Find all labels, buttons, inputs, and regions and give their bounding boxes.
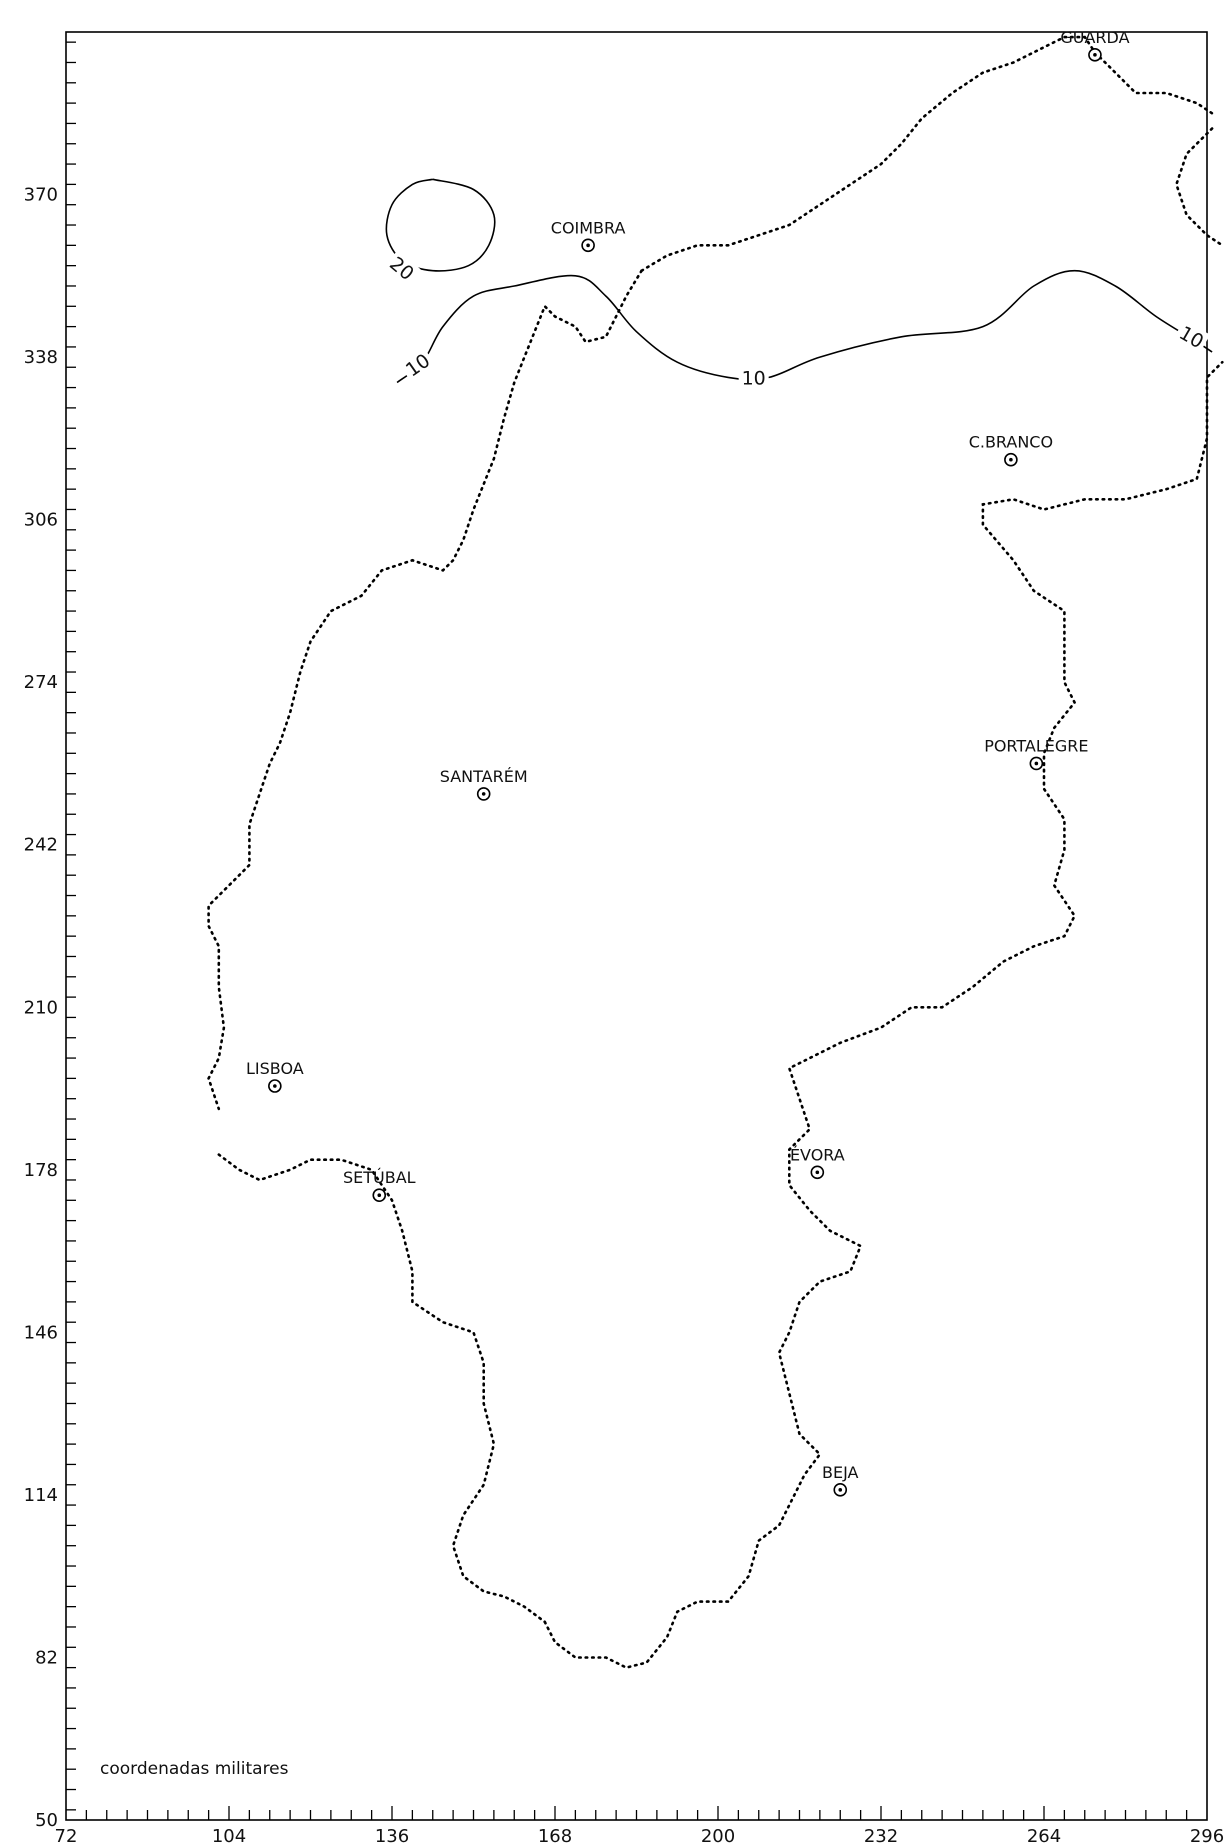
city-label: LISBOA (246, 1059, 304, 1078)
frame-rect (65, 31, 1208, 1821)
city-label: SANTARÉM (440, 767, 528, 786)
x-tick-label: 72 (55, 1826, 78, 1847)
contour-label: 10 (1175, 322, 1207, 353)
contour-20 (385, 178, 496, 272)
y-tick-label: 50 (35, 1810, 58, 1831)
border-segment (217, 1153, 547, 1624)
city-symbol-dot (586, 243, 590, 248)
city-label: BEJA (822, 1463, 859, 1482)
y-tick-label: 210 (24, 997, 58, 1018)
border-segment (207, 269, 643, 1111)
city-symbol-dot (838, 1488, 843, 1492)
city-symbol-dot (1034, 761, 1039, 766)
city-symbol-dot (481, 792, 486, 796)
y-axis-labels: 370 338 306 274 242 210 178 146 114 82 50 (24, 185, 58, 1831)
contour-label-bg (383, 250, 421, 287)
city-label: ÉVORA (790, 1145, 845, 1164)
contour-label: 10 (742, 367, 766, 389)
city-label: PORTALEGRE (984, 736, 1088, 755)
y-tick-label: 274 (24, 672, 58, 693)
x-tick-label: 264 (1027, 1826, 1061, 1847)
city-lisboa: LISBOA (246, 1059, 304, 1093)
city-vora: ÉVORA (790, 1145, 845, 1180)
contour-10 (396, 269, 1213, 384)
coordinate-system-note: coordenadas militares (100, 1759, 289, 1779)
contour-label-bg (738, 366, 769, 389)
y-tick-label: 370 (24, 185, 58, 206)
map-frame (65, 31, 1208, 1821)
y-tick-label: 146 (24, 1322, 58, 1343)
y-tick-label: 178 (24, 1160, 58, 1181)
city-label: GUARDA (1060, 28, 1129, 47)
city-coimbra: COIMBRA (551, 218, 626, 253)
contour-label-bg (1173, 319, 1211, 354)
city-markers: GUARDA COIMBRA C.BRANCO PORTALEGRE SANTARÉM L… (246, 28, 1130, 1497)
city-setbal: SETÚBAL (343, 1168, 416, 1203)
city-label: SETÚBAL (343, 1168, 416, 1187)
y-tick-label: 82 (35, 1647, 58, 1668)
x-tick-label: 296 (1190, 1826, 1224, 1847)
city-beja: BEJA (822, 1463, 859, 1497)
border-segment (1175, 127, 1224, 247)
contour-label-bg (398, 347, 437, 383)
y-tick-label: 242 (24, 835, 58, 856)
city-portalegre: PORTALEGRE (984, 736, 1089, 771)
x-axis-labels: 72 104 136 168 200 232 264 296 (55, 1826, 1225, 1847)
x-tick-label: 232 (864, 1826, 898, 1847)
y-tick-label: 306 (24, 510, 58, 531)
y-tick-label: 338 (24, 347, 58, 368)
x-tick-label: 200 (701, 1826, 735, 1847)
y-tick-label: 114 (24, 1485, 58, 1506)
city-label: COIMBRA (551, 218, 626, 237)
x-tick-label: 104 (212, 1826, 246, 1847)
contour-label: 20 (385, 253, 418, 285)
city-symbol-dot (1093, 53, 1097, 57)
city-symbol-dot (1009, 457, 1013, 462)
city-label: C.BRANCO (969, 433, 1053, 452)
region-border (207, 35, 1224, 1669)
city-santarm: SANTARÉM (440, 767, 528, 801)
x-tick-label: 136 (375, 1826, 409, 1847)
city-symbol-dot (273, 1084, 277, 1088)
border-segment (543, 360, 1224, 1669)
city-symbol-dot (377, 1193, 382, 1198)
city-guarda: GUARDA (1060, 28, 1130, 62)
city-cbranco: C.BRANCO (969, 433, 1053, 467)
city-symbol-dot (815, 1170, 820, 1175)
border-segment (640, 35, 1214, 272)
x-tick-label: 168 (538, 1826, 572, 1847)
axis-ticks (66, 41, 1188, 1820)
